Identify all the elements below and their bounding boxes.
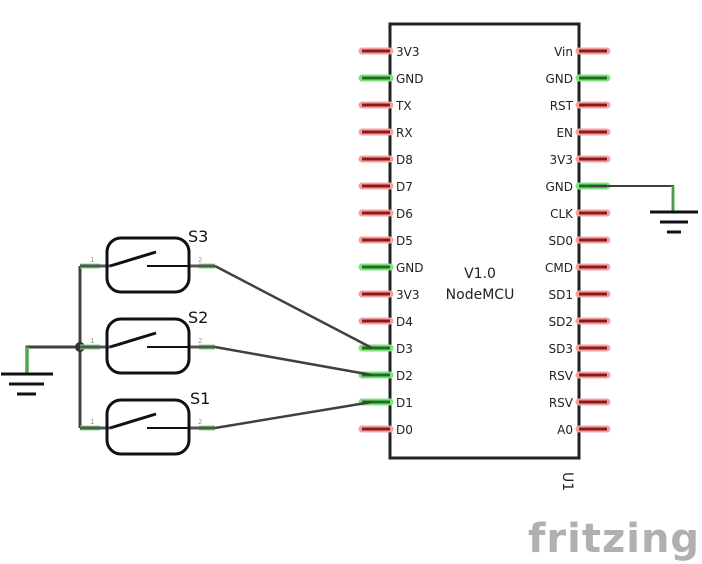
pin-label: D5 <box>396 234 413 248</box>
pin-label: CLK <box>550 207 574 221</box>
pin-left-d6[interactable]: D6 <box>358 207 413 221</box>
switch-lever <box>109 331 157 349</box>
pin-label: A0 <box>557 423 573 437</box>
pin-right-sd1[interactable]: SD1 <box>549 288 611 302</box>
pin-left-tx[interactable]: TX <box>358 99 412 113</box>
pin-label: 3V3 <box>396 45 419 59</box>
switch-lever <box>109 412 157 430</box>
pin-label: SD0 <box>549 234 574 248</box>
pin-left-gnd[interactable]: GND <box>358 261 424 275</box>
pin-label: RSV <box>549 396 574 410</box>
pin-label: D7 <box>396 180 413 194</box>
pin-right-gnd[interactable]: GND <box>545 72 611 86</box>
switch-s2[interactable]: S2 1 2 <box>80 308 215 375</box>
pin-label: Vin <box>554 45 573 59</box>
fritzing-logo: fritzing <box>528 516 700 562</box>
pin-label: RST <box>550 99 574 113</box>
signal-wires[interactable] <box>214 264 373 430</box>
pin-label: GND <box>545 180 573 194</box>
pin-left-d4[interactable]: D4 <box>358 315 413 329</box>
pin-label: D6 <box>396 207 413 221</box>
pin-label: D2 <box>396 369 413 383</box>
pin-label: SD3 <box>549 342 574 356</box>
switch-label: S1 <box>190 389 210 408</box>
chip-name: NodeMCU <box>446 287 515 303</box>
switch-label: S3 <box>188 227 208 246</box>
pin1-label: 1 <box>90 337 94 345</box>
pin-right-a0[interactable]: A0 <box>557 423 611 437</box>
pin-label: D8 <box>396 153 413 167</box>
wire-s3-d3 <box>214 264 373 350</box>
pin-label: CMD <box>545 261 573 275</box>
pin1-label: 1 <box>90 418 94 426</box>
pin-right-sd2[interactable]: SD2 <box>549 315 611 329</box>
pin2-label: 2 <box>198 256 202 264</box>
pin-right-cmd[interactable]: CMD <box>545 261 611 275</box>
pin-label: D3 <box>396 342 413 356</box>
switch-label: S2 <box>188 308 208 327</box>
pin-right-vin[interactable]: Vin <box>554 45 611 59</box>
pin-left-d2[interactable]: D2 <box>358 369 413 383</box>
pin-right-clk[interactable]: CLK <box>550 207 611 221</box>
pin-left-3v3[interactable]: 3V3 <box>358 45 419 59</box>
ground-symbol-right <box>650 210 698 234</box>
pin-right-3v3[interactable]: 3V3 <box>550 153 611 167</box>
pin-label: 3V3 <box>396 288 419 302</box>
pin-label: GND <box>545 72 573 86</box>
chip-ref: U1 <box>559 472 575 491</box>
ground-symbol-left <box>1 372 53 396</box>
ground-wire-right[interactable] <box>590 185 674 212</box>
pin-right-rst[interactable]: RST <box>550 99 611 113</box>
pin-label: SD1 <box>549 288 574 302</box>
pin-left-d8[interactable]: D8 <box>358 153 413 167</box>
pin-label: TX <box>395 99 412 113</box>
wire-s1-d1 <box>214 400 373 430</box>
pin-right-en[interactable]: EN <box>556 126 611 140</box>
pin-left-rx[interactable]: RX <box>358 126 413 140</box>
pin-label: RSV <box>549 369 574 383</box>
pin-label: D1 <box>396 396 413 410</box>
pin-right-rsv[interactable]: RSV <box>549 396 611 410</box>
pin-label: D0 <box>396 423 413 437</box>
pin-left-d7[interactable]: D7 <box>358 180 413 194</box>
pin-label: GND <box>396 261 424 275</box>
chip-version: V1.0 <box>464 266 496 282</box>
pin-left-3v3[interactable]: 3V3 <box>358 288 419 302</box>
pin-left-gnd[interactable]: GND <box>358 72 424 86</box>
pin-label: D4 <box>396 315 413 329</box>
pin2-label: 2 <box>198 418 202 426</box>
switch-s1[interactable]: S1 1 2 <box>80 389 215 456</box>
pin-label: GND <box>396 72 424 86</box>
pin-left-d3[interactable]: D3 <box>358 342 413 356</box>
pin-label: RX <box>396 126 413 140</box>
wire-s2-d2 <box>214 345 373 377</box>
pin2-label: 2 <box>198 337 202 345</box>
pin-right-sd3[interactable]: SD3 <box>549 342 611 356</box>
switch-lever <box>109 250 157 268</box>
pin-label: EN <box>556 126 573 140</box>
ground-wire-left[interactable] <box>25 266 82 428</box>
pin-label: SD2 <box>549 315 574 329</box>
pin-left-d5[interactable]: D5 <box>358 234 413 248</box>
pin-left-d0[interactable]: D0 <box>358 423 413 437</box>
pin-label: 3V3 <box>550 153 573 167</box>
pin-right-rsv[interactable]: RSV <box>549 369 611 383</box>
switch-s3[interactable]: S3 1 2 <box>80 227 215 294</box>
pin-right-sd0[interactable]: SD0 <box>549 234 611 248</box>
pin1-label: 1 <box>90 256 94 264</box>
